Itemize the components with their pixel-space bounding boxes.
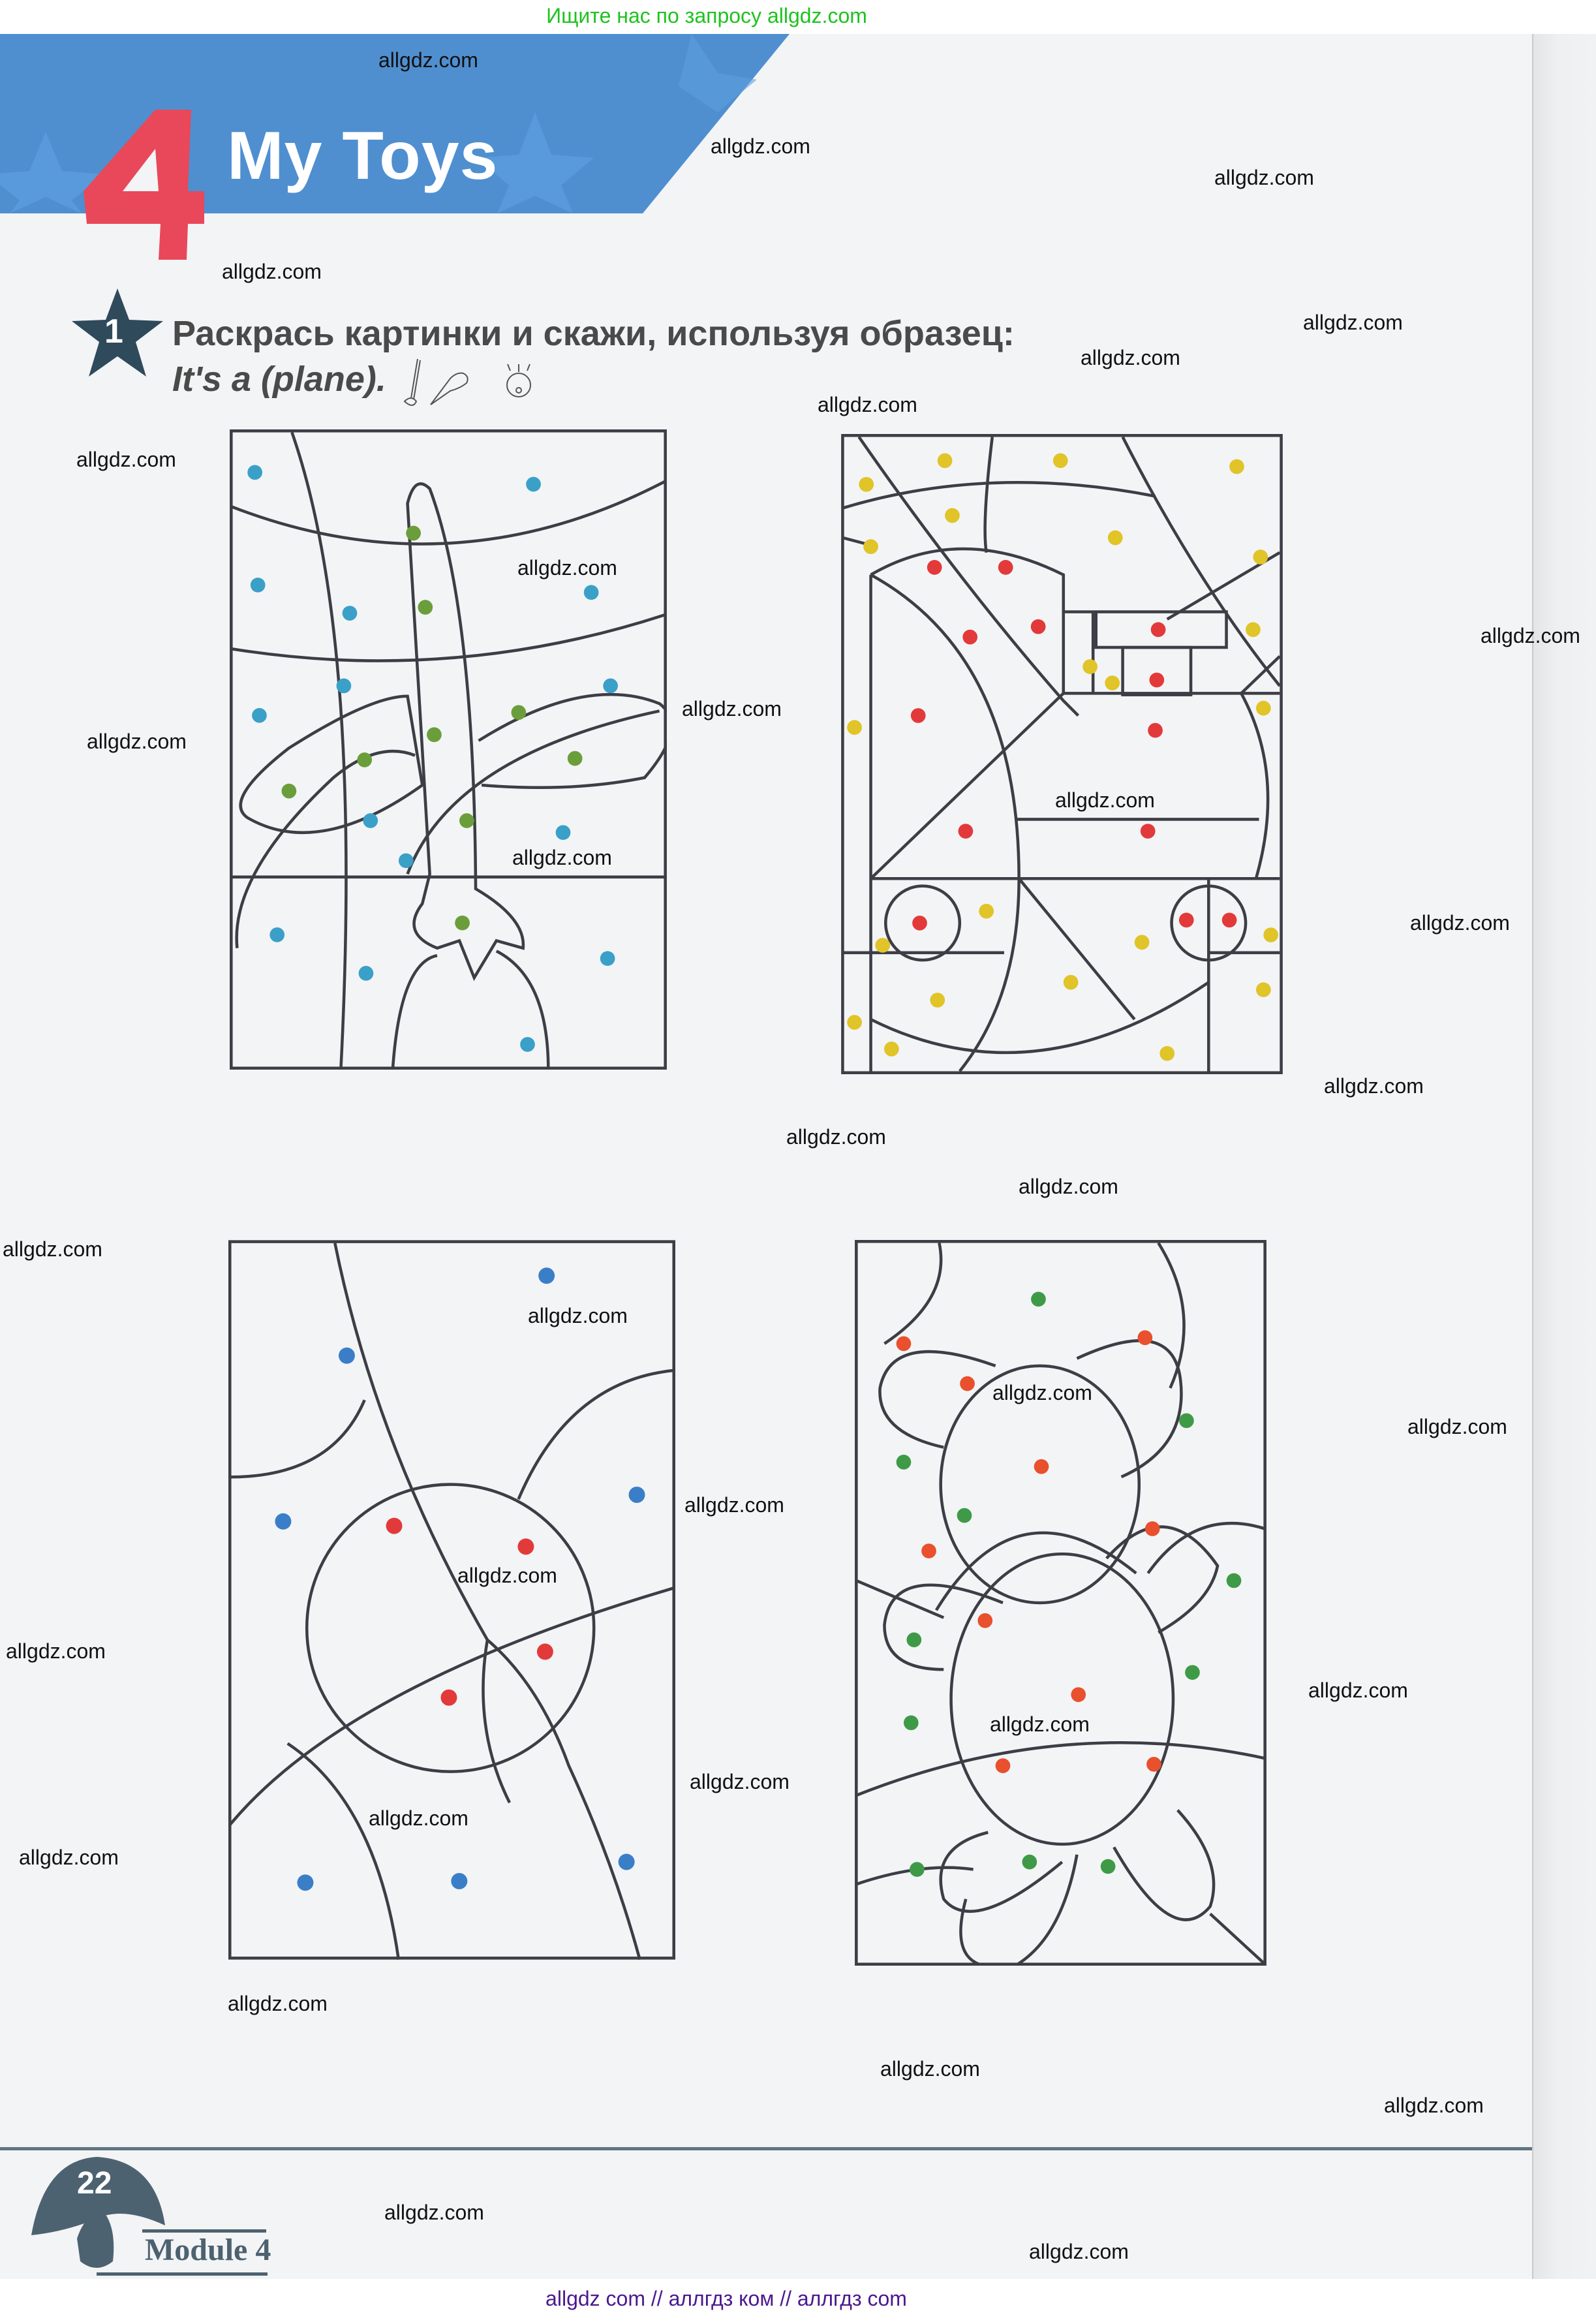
pointing-hand-icon — [430, 372, 468, 405]
train-color-dots — [847, 453, 1279, 1061]
watermark: allgdz.com — [19, 1846, 119, 1869]
watermark: allgdz.com — [818, 393, 917, 416]
watermark: allgdz.com — [1410, 911, 1510, 935]
teddy-bear-color-dots — [896, 1292, 1242, 1877]
watermark: allgdz.com — [1214, 166, 1314, 189]
bottom-banner: allgdz com // аллгдз ком // аллгдз com — [0, 2279, 1596, 2322]
watermark: allgdz.com — [682, 697, 782, 720]
exercise-number: 1 — [104, 313, 123, 350]
module-rule-top — [142, 2229, 266, 2233]
exercise-star-icon — [72, 288, 163, 377]
watermark: allgdz.com — [87, 730, 187, 753]
watermark: allgdz.com — [1308, 1679, 1408, 1702]
coloring-picture-train — [841, 434, 1283, 1074]
watermark: allgdz.com — [512, 846, 612, 869]
coloring-picture-plane — [230, 429, 667, 1070]
watermark: allgdz.com — [992, 1381, 1092, 1404]
watermark: allgdz.com — [517, 556, 617, 580]
watermark: allgdz.com — [1303, 311, 1403, 334]
watermark: allgdz.com — [76, 448, 176, 471]
watermark: allgdz.com — [378, 48, 478, 72]
watermark: allgdz.com — [3, 1237, 102, 1261]
watermark: allgdz.com — [1019, 1175, 1118, 1198]
watermark: allgdz.com — [1407, 1415, 1507, 1438]
unit-title: My Toys — [227, 118, 499, 194]
watermark: allgdz.com — [1384, 2094, 1484, 2117]
watermark: allgdz.com — [690, 1770, 790, 1793]
unit-banner — [0, 34, 790, 213]
watermark: allgdz.com — [1081, 346, 1180, 369]
top-banner-text: Ищите нас по запросу allgdz.com — [546, 4, 867, 27]
mushroom-page-badge-icon — [31, 2157, 165, 2268]
watermark: allgdz.com — [786, 1125, 886, 1149]
bottom-banner-text: allgdz com // аллгдз ком // аллгдз com — [545, 2287, 907, 2310]
watermark: allgdz.com — [228, 1992, 328, 2015]
unit-number-4-icon — [84, 110, 204, 260]
workbook-page — [0, 34, 1596, 2279]
watermark: allgdz.com — [457, 1564, 557, 1587]
watermark: allgdz.com — [222, 260, 322, 283]
plane-color-dots — [247, 465, 619, 1052]
ball-color-dots — [275, 1267, 645, 1891]
watermark: allgdz.com — [880, 2057, 980, 2081]
speaking-face-icon — [506, 364, 531, 397]
watermark: allgdz.com — [384, 2201, 484, 2224]
coloring-picture-teddy-bear — [855, 1240, 1266, 1966]
page-gutter — [1532, 34, 1596, 2279]
watermark: allgdz.com — [711, 134, 810, 158]
banner-background — [0, 34, 790, 213]
module-rule-bottom — [97, 2272, 268, 2276]
module-label: Module 4 — [145, 2233, 271, 2267]
watermark: allgdz.com — [1324, 1074, 1424, 1098]
watermark: allgdz.com — [6, 1639, 106, 1663]
watermark: allgdz.com — [528, 1304, 628, 1327]
watermark: allgdz.com — [1029, 2240, 1129, 2263]
paintbrush-icon — [403, 359, 421, 406]
watermark: allgdz.com — [1481, 624, 1580, 647]
exercise-icons — [403, 359, 531, 406]
exercise-instruction: Раскрась картинки и скажи, используя обр… — [172, 314, 1015, 353]
watermark: allgdz.com — [1055, 788, 1155, 812]
coloring-picture-ball — [228, 1240, 675, 1960]
watermark: allgdz.com — [684, 1493, 784, 1517]
page-number: 22 — [77, 2166, 112, 2201]
watermark: allgdz.com — [369, 1806, 468, 1830]
exercise-example: It's a (plane). — [172, 360, 386, 399]
footer-divider — [0, 2147, 1532, 2150]
top-banner: Ищите нас по запросу allgdz.com — [0, 0, 1596, 34]
watermark: allgdz.com — [990, 1712, 1090, 1736]
